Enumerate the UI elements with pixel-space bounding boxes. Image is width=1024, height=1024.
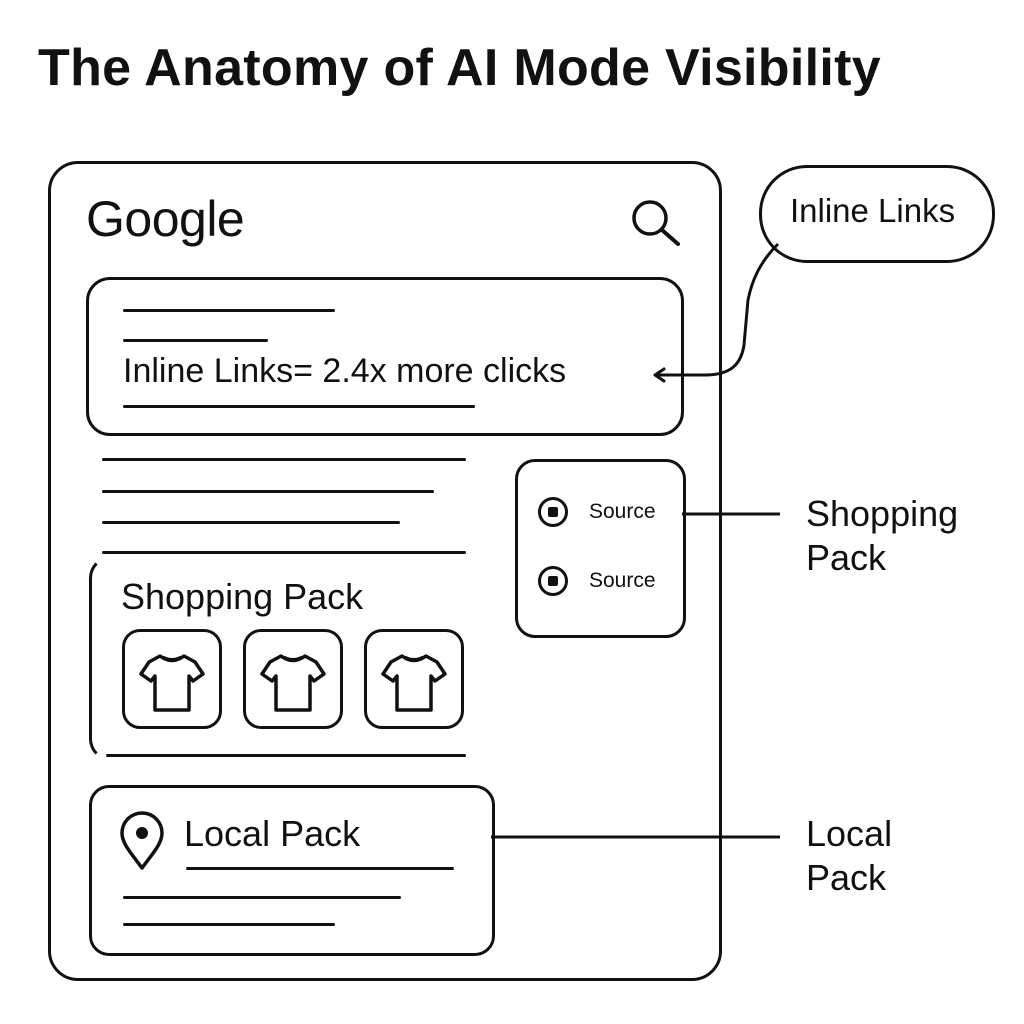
local-pack-callout: Local Pack (806, 812, 892, 900)
source-link[interactable]: Source (589, 569, 656, 592)
local-pack-box (89, 785, 495, 956)
callout-line-2: Pack (806, 857, 887, 898)
text-line (123, 309, 335, 312)
sources-box (515, 459, 686, 638)
text-line (102, 521, 400, 524)
inline-links-label[interactable]: Inline Links (123, 352, 294, 390)
text-line (102, 458, 466, 461)
product-tile[interactable] (364, 629, 464, 729)
text-line (102, 490, 434, 493)
text-line (186, 867, 454, 870)
shopping-pack-left-edge (89, 556, 475, 761)
source-icon (538, 497, 568, 527)
text-line (123, 896, 401, 899)
text-line (123, 923, 335, 926)
google-logo: Google (86, 191, 245, 247)
local-pack-title: Local Pack (184, 813, 361, 854)
callout-line-1: Shopping (806, 493, 959, 534)
shopping-pack-title: Shopping Pack (121, 576, 364, 617)
arrow-head-icon (653, 367, 670, 383)
product-tile[interactable] (122, 629, 222, 729)
inline-links-value: = 2.4x more clicks (293, 352, 567, 390)
source-link[interactable]: Source (589, 500, 656, 523)
callout-line-1: Local (806, 813, 893, 854)
inline-links-stat: Inline Links= 2.4x more clicks (123, 352, 566, 391)
shopping-pack-bottom-line (106, 754, 466, 757)
inline-links-callout: Inline Links (790, 192, 956, 229)
location-pin-icon (120, 811, 164, 870)
product-tile[interactable] (243, 629, 343, 729)
tshirt-icon (381, 654, 447, 712)
inline-links-callout-bubble (759, 165, 995, 263)
source-icon (538, 566, 568, 596)
inline-links-connector (655, 242, 780, 377)
search-icon[interactable] (628, 197, 684, 249)
page-title: The Anatomy of AI Mode Visibility (38, 39, 881, 97)
ai-overview-box (86, 277, 684, 436)
shopping-pack-callout: Shopping Pack (806, 492, 958, 580)
tshirt-icon (260, 654, 326, 712)
search-results-frame (48, 161, 722, 981)
text-line (102, 551, 466, 554)
tshirt-icon (139, 654, 205, 712)
inline-links-underline (123, 405, 475, 408)
callout-line-2: Pack (806, 537, 887, 578)
text-line (123, 339, 268, 342)
